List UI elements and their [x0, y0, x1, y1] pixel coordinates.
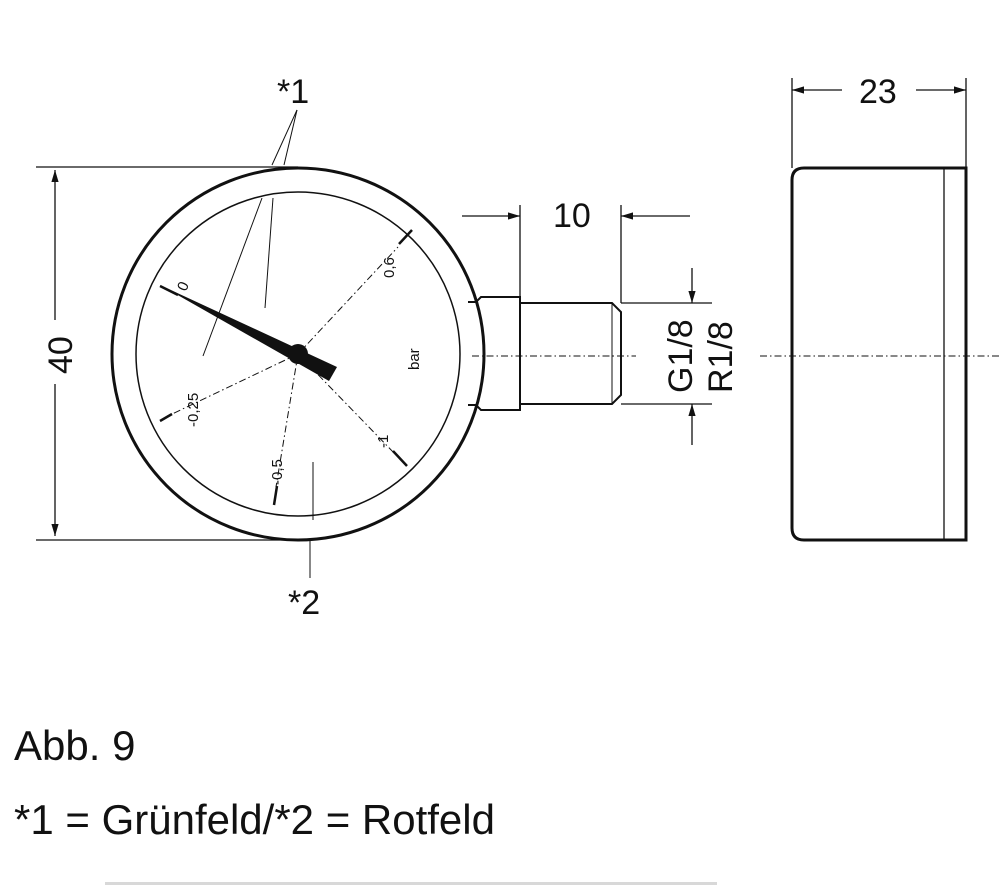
- dimension-depth-value: 23: [859, 73, 897, 111]
- dial-labels: 0 0,6 -0,25 -0,5 -1 bar: [174, 257, 423, 485]
- dial-label-minus-0-25: -0,25: [185, 393, 202, 427]
- figure-legend: *1 = Grünfeld/*2 = Rotfeld: [14, 796, 495, 843]
- gauge-side-view: [760, 166, 999, 542]
- dimension-thread-g: G1/8: [662, 319, 700, 393]
- dimension-thread-size: [621, 268, 712, 445]
- gauge-connection: [468, 296, 636, 411]
- green-field-markers: [202, 197, 274, 357]
- dial-label-minus-0-5: -0,5: [269, 459, 286, 485]
- dial-label-zero: 0: [174, 279, 193, 293]
- figure-caption: Abb. 9: [14, 722, 136, 769]
- dial-sector-lines: [169, 246, 399, 488]
- callout-2-label: *2: [288, 584, 320, 622]
- dial-label-0-6: 0,6: [381, 257, 398, 278]
- dial-tick-marks: [159, 229, 413, 506]
- pointer-hub: [288, 344, 308, 364]
- dimension-thread-r: R1/8: [702, 321, 740, 393]
- dimension-thread-length: [462, 205, 690, 303]
- gauge-front-view: [110, 166, 486, 542]
- pressure-gauge-drawing: 0 0,6 -0,25 -0,5 -1 bar *1 *2 40 10: [35, 73, 999, 622]
- callout-red-field: *2: [288, 540, 320, 622]
- dimension-diameter-value: 40: [42, 336, 80, 374]
- dimension-depth: [791, 78, 967, 168]
- callout-1-label: *1: [277, 73, 309, 111]
- bottom-divider: [105, 882, 717, 885]
- dial-unit-label: bar: [406, 348, 423, 370]
- gauge-dial-face: [135, 191, 461, 517]
- gauge-pointer: [160, 285, 337, 381]
- dimension-thread-length-value: 10: [553, 197, 591, 235]
- callout-green-field: *1: [271, 73, 309, 166]
- dial-label-minus-1: -1: [375, 435, 392, 448]
